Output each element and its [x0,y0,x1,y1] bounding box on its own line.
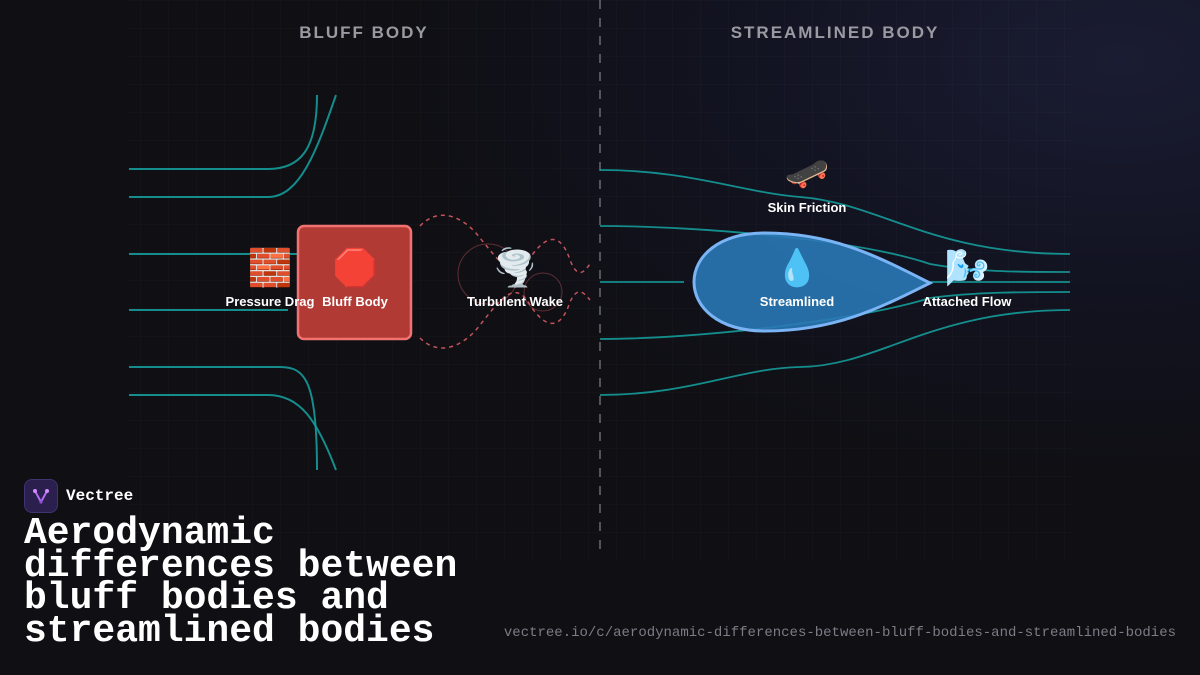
streamlined-streamlines [599,169,1071,396]
node-label-bluff-body: Bluff Body [322,294,388,309]
streamlined-body-shape [692,231,934,333]
streamline [599,225,1071,273]
node-label-streamlined: Streamlined [760,294,834,309]
node-turbulent-wake: 🌪️ Turbulent Wake [467,246,563,309]
skateboard-icon: 🛹 [785,153,830,194]
stop-sign-icon: 🛑 [333,247,378,289]
node-bluff-body: 🛑 Bluff Body [322,247,388,309]
node-label-turbulent-wake: Turbulent Wake [467,294,563,309]
droplet-icon: 💧 [775,247,820,289]
node-skin-friction: 🛹 Skin Friction [768,153,847,215]
streamline [129,94,318,170]
streamline [129,94,337,198]
brand-name: Vectree [66,487,134,505]
vectree-logo-icon [24,479,58,513]
page-title: Aerodynamic differences between bluff bo… [24,512,458,653]
bluff-streamlines [129,94,337,471]
wind-icon: 🌬️ [945,248,990,289]
node-label-pressure-drag: Pressure Drag [226,294,315,309]
node-label-attached-flow: Attached Flow [923,294,1013,309]
tornado-icon: 🌪️ [493,246,538,289]
node-streamlined: 💧 Streamlined [760,247,834,309]
bluff-body-shape [296,224,413,341]
section-title-streamlined: STREAMLINED BODY [731,23,940,42]
brand: Vectree [24,479,133,513]
wake-vortex [457,243,519,305]
node-attached-flow: 🌬️ Attached Flow [923,248,1013,309]
brick-icon: 🧱 [248,247,293,289]
streamline [599,309,1071,396]
source-url: vectree.io/c/aerodynamic-differences-bet… [503,625,1176,641]
wake-vortex [523,272,563,312]
node-pressure-drag: 🧱 Pressure Drag [226,247,315,309]
streamline [129,366,318,471]
streamline [599,291,1071,340]
section-title-bluff: BLUFF BODY [299,23,429,42]
streamline [129,394,337,471]
streamline [599,169,1071,255]
node-label-skin-friction: Skin Friction [768,200,847,215]
